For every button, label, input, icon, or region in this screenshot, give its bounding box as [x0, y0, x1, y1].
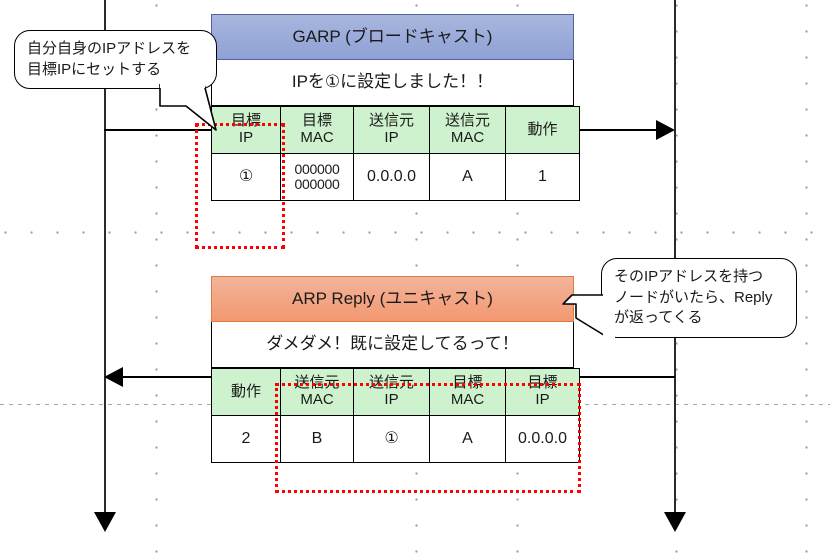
right-callout-tail — [562, 282, 615, 338]
hdr-line2: MAC — [300, 129, 334, 146]
hdr-line2: MAC — [450, 129, 485, 146]
garp-header-target-mac: 目標 MAC — [280, 106, 354, 154]
arp-reply-arrow-head — [104, 367, 123, 387]
left-lifeline — [104, 0, 106, 520]
hdr-line2: IP — [238, 129, 254, 146]
table-row-header: 目標 IP 目標 MAC 送信元 IP 送信元 MAC 動作 — [211, 106, 580, 154]
garp-packet: GARP (ブロードキャスト) IPを①に設定しました！！ 目標 IP 目標 M… — [211, 14, 580, 201]
garp-arrow-head — [656, 120, 675, 140]
garp-packet-table: 目標 IP 目標 MAC 送信元 IP 送信元 MAC 動作 — [211, 106, 580, 201]
hdr-line2: IP — [535, 391, 550, 408]
mac-line-1: 000000 — [294, 161, 340, 178]
reply-value-target-ip: 0.0.0.0 — [505, 415, 580, 463]
hdr-line1: 目標 — [452, 374, 483, 392]
arp-reply-title-bar: ARP Reply (ユニキャスト) — [211, 276, 574, 322]
table-row-values: ① 000000 000000 0.0.0.0 A 1 — [211, 153, 580, 201]
reply-value-sender-ip: ① — [353, 415, 430, 463]
arp-reply-packet: ARP Reply (ユニキャスト) ダメダメ！既に設定してるって！ 動作 送信… — [211, 276, 580, 463]
garp-value-sender-mac: A — [429, 153, 506, 201]
garp-value-target-mac: 000000 000000 — [280, 153, 354, 201]
garp-header-sender-mac: 送信元 MAC — [429, 106, 506, 154]
garp-header-sender-ip: 送信元 IP — [353, 106, 430, 154]
hdr-line2: IP — [384, 129, 399, 146]
hdr-line1: 動作 — [527, 120, 558, 138]
table-row-values: 2 B ① A 0.0.0.0 — [211, 415, 580, 463]
reply-header-sender-mac: 送信元 MAC — [280, 368, 354, 416]
table-row-header: 動作 送信元 MAC 送信元 IP 目標 MAC 目標 IP — [211, 368, 580, 416]
hdr-line1: 送信元 — [444, 112, 490, 130]
hdr-line1: 動作 — [230, 382, 261, 400]
reply-header-operation: 動作 — [211, 368, 281, 416]
reply-header-sender-ip: 送信元 IP — [353, 368, 430, 416]
hdr-line1: 目標 — [301, 112, 332, 130]
right-lifeline-arrowhead — [664, 512, 686, 532]
reply-header-target-ip: 目標 IP — [505, 368, 580, 416]
garp-value-sender-ip: 0.0.0.0 — [353, 153, 430, 201]
hdr-line1: 目標 — [527, 374, 558, 392]
arp-reply-subtitle: ダメダメ！既に設定してるって！ — [211, 322, 574, 368]
hdr-line1: 送信元 — [294, 374, 340, 392]
left-lifeline-arrowhead — [94, 512, 116, 532]
left-callout-tail — [159, 84, 217, 131]
hdr-line1: 目標 — [230, 112, 261, 130]
left-callout: 自分自身のIPアドレスを 目標IPにセットする — [14, 30, 217, 89]
reply-header-target-mac: 目標 MAC — [429, 368, 506, 416]
garp-subtitle: IPを①に設定しました！！ — [211, 60, 574, 106]
reply-value-sender-mac: B — [280, 415, 354, 463]
garp-title-bar: GARP (ブロードキャスト) — [211, 14, 574, 60]
reply-value-operation: 2 — [211, 415, 281, 463]
right-callout: そのIPアドレスを持つ ノードがいたら、Reply が返ってくる — [601, 258, 797, 338]
hdr-line2: MAC — [450, 391, 485, 408]
hdr-line2: IP — [384, 391, 399, 408]
hdr-line2: MAC — [300, 391, 334, 408]
reply-value-target-mac: A — [429, 415, 506, 463]
grid-dot-column — [805, 0, 808, 555]
garp-value-target-ip: ① — [211, 153, 281, 201]
garp-value-operation: 1 — [505, 153, 580, 201]
hdr-line1: 送信元 — [368, 112, 414, 130]
hdr-line1: 送信元 — [368, 374, 414, 392]
grid-dot-row — [0, 231, 830, 234]
garp-header-operation: 動作 — [505, 106, 580, 154]
mac-line-2: 000000 — [294, 176, 340, 192]
arp-reply-packet-table: 動作 送信元 MAC 送信元 IP 目標 MAC 目標 IP — [211, 368, 580, 463]
